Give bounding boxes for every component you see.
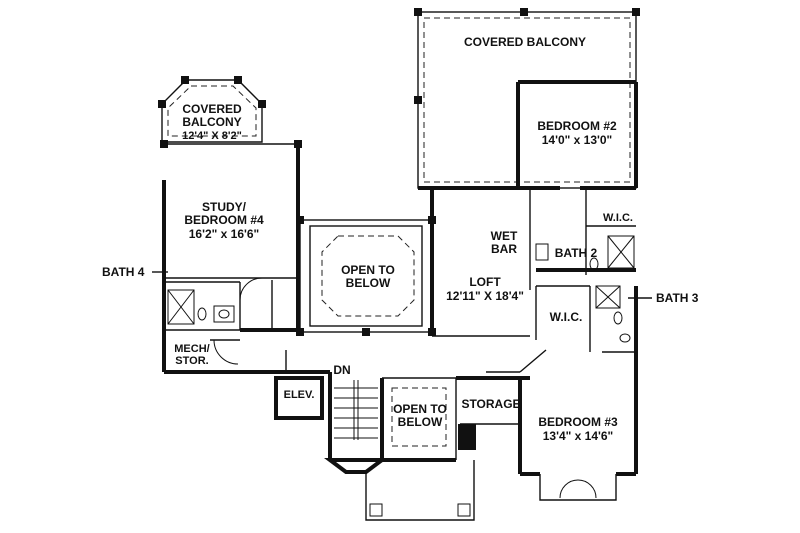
porch — [365, 460, 475, 521]
elevator-walls — [274, 376, 324, 420]
storage-walls — [455, 376, 530, 460]
hall-walls — [240, 280, 330, 374]
mech-label1: MECH/ — [174, 343, 209, 355]
mech-walls — [162, 339, 240, 374]
open-below-2-area — [382, 377, 456, 462]
bedroom3-label: BEDROOM #3 — [538, 415, 618, 429]
loft-label: LOFT — [469, 275, 501, 289]
stairs — [324, 372, 388, 474]
wet-bar-label2: BAR — [491, 242, 517, 256]
wic-top-label: W.I.C. — [603, 212, 633, 224]
storage-label: STORAGE — [461, 397, 520, 411]
wic-mid-label: W.I.C. — [550, 310, 583, 324]
bath2-fixtures — [535, 225, 636, 271]
open-below-2-label1: OPEN TO — [393, 402, 447, 416]
bedroom2-dims: 14'0" x 13'0" — [542, 133, 612, 147]
covered-balcony-small-dims: 12'4" X 8'2" — [182, 130, 242, 142]
bath4-fixtures — [164, 277, 263, 331]
study-label2: BEDROOM #4 — [184, 213, 264, 227]
bedroom3-walls — [518, 349, 638, 501]
wet-bar-label1: WET — [491, 229, 518, 243]
covered-balcony-top-label: COVERED BALCONY — [464, 35, 586, 49]
bedroom3-dims: 13'4" x 14'6" — [543, 429, 613, 443]
covered-balcony-small-label1: COVERED — [182, 102, 242, 116]
bedroom2-label: BEDROOM #2 — [537, 119, 617, 133]
bath4-label: BATH 4 — [102, 265, 145, 279]
bath2-label: BATH 2 — [555, 246, 598, 260]
study-label1: STUDY/ — [202, 200, 247, 214]
study-walls — [160, 140, 302, 345]
loft-walls — [430, 188, 636, 373]
study-dims: 16'2" x 16'6" — [189, 227, 259, 241]
open-below-1-label2: BELOW — [346, 276, 391, 290]
covered-balcony-small-label2: BALCONY — [182, 115, 241, 129]
bath3-label: BATH 3 — [656, 291, 699, 305]
loft-dims: 12'11" X 18'4" — [446, 289, 524, 303]
dn-label: DN — [333, 363, 350, 377]
elev-label: ELEV. — [284, 389, 315, 401]
open-below-2-label2: BELOW — [398, 415, 443, 429]
open-below-1-label1: OPEN TO — [341, 263, 395, 277]
mech-label2: STOR. — [175, 355, 208, 367]
covered-balcony-small-area — [158, 76, 266, 143]
bedroom2-walls — [418, 80, 638, 190]
